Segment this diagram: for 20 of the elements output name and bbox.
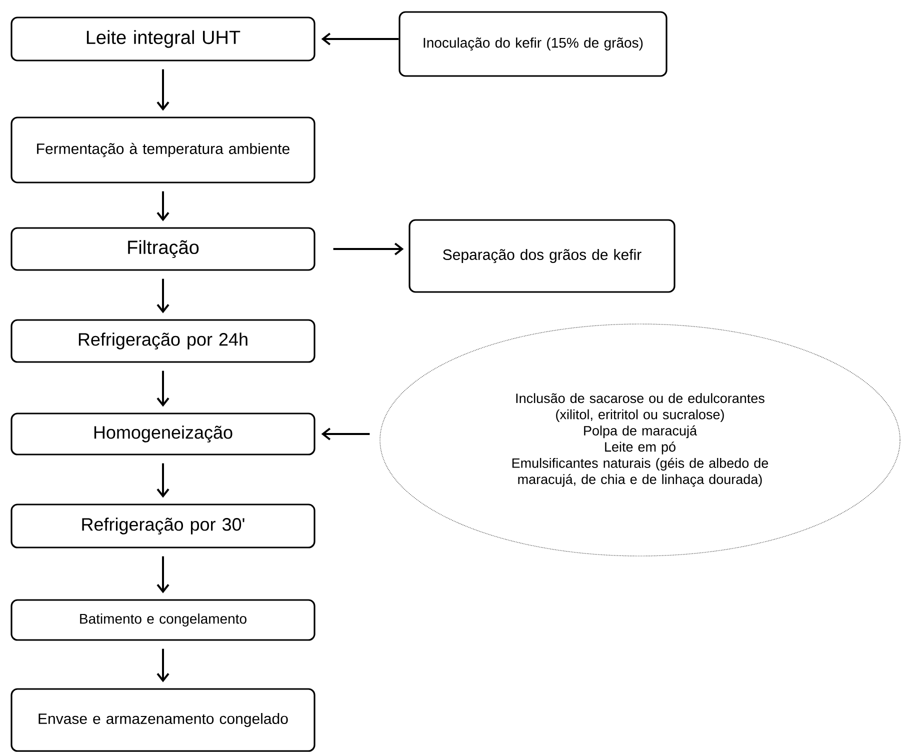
arrow	[333, 242, 404, 256]
process-box: Leite integral UHT	[10, 16, 316, 62]
process-box: Filtração	[10, 227, 316, 271]
process-box: Envase e armazenamento congelado	[10, 688, 316, 752]
arrow	[321, 32, 399, 46]
process-box: Fermentação à temperatura ambiente	[10, 116, 316, 184]
side-box: Separação dos grãos de kefir	[408, 219, 676, 293]
process-box: Refrigeração por 30'	[10, 504, 316, 548]
process-box: Batimento e congelamento	[10, 599, 316, 641]
process-box: Homogeneização	[10, 412, 316, 456]
arrow	[156, 648, 170, 682]
arrow	[156, 278, 170, 314]
arrow	[156, 69, 170, 111]
arrow	[156, 463, 170, 498]
process-box: Refrigeração por 24h	[10, 319, 316, 363]
arrow	[321, 428, 370, 440]
arrow	[156, 191, 170, 222]
arrow	[156, 370, 170, 407]
arrow	[156, 556, 170, 594]
side-box: Inoculação do kefir (15% de grãos)	[398, 11, 668, 77]
